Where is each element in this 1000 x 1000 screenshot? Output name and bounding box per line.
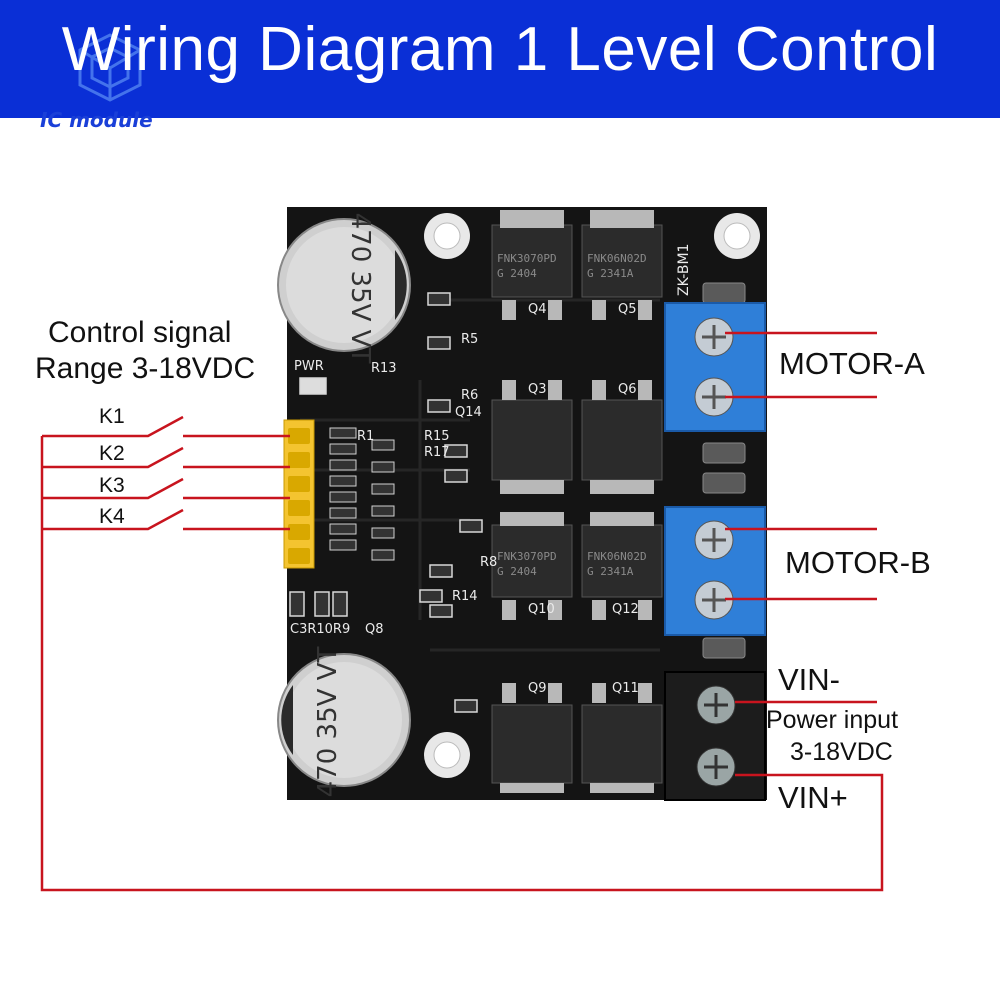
svg-text:R5: R5 (461, 332, 478, 347)
svg-text:Q14: Q14 (455, 405, 482, 420)
svg-text:G 2404: G 2404 (497, 565, 537, 578)
svg-text:Q12: Q12 (612, 602, 639, 617)
svg-text:Q5: Q5 (618, 302, 637, 317)
vin-minus-label: VIN- (778, 662, 840, 697)
svg-text:Q6: Q6 (618, 382, 637, 397)
pwr-label: PWR (294, 359, 324, 374)
logo-text: IC module (40, 108, 153, 132)
motor-a-label: MOTOR-A (779, 346, 925, 381)
svg-text:Q9: Q9 (528, 681, 547, 696)
svg-text:Q3: Q3 (528, 382, 547, 397)
control-range-label: Range 3-18VDC (35, 352, 256, 385)
motor-b-label: MOTOR-B (785, 545, 931, 580)
vin-plus-wire (40, 436, 884, 892)
svg-text:R8: R8 (480, 555, 497, 570)
terminal-power (664, 671, 766, 801)
mounting-holes (424, 213, 760, 778)
capacitor-top: 470 35V VT (277, 213, 411, 364)
terminal-motor-a (664, 302, 766, 432)
cap-top-text: 470 35V VT (345, 213, 375, 364)
header-banner (0, 0, 1000, 118)
mosfet-q10 (491, 524, 573, 598)
power-range-label: 3-18VDC (790, 738, 893, 766)
mosfet-q9 (491, 704, 573, 784)
mosfet-q11 (581, 704, 663, 784)
k3-switch-wire (42, 477, 290, 500)
svg-text:Q11: Q11 (612, 681, 639, 696)
svg-text:Q8: Q8 (365, 622, 384, 637)
ic-module-logo-icon (78, 33, 142, 102)
mosfet-q5-marking: FNK06N02D (587, 252, 647, 265)
svg-text:FNK3070PD: FNK3070PD (497, 550, 557, 563)
cap-bottom-text: 470 35V VT (313, 647, 343, 798)
switch-k1-label: K1 (99, 405, 125, 428)
svg-text:Q4: Q4 (528, 302, 547, 317)
k1-switch-wire (42, 415, 290, 438)
svg-text:R15: R15 (424, 429, 450, 444)
svg-text:R6: R6 (461, 388, 478, 403)
mosfet-q3 (491, 399, 573, 481)
switch-k3-label: K3 (99, 474, 125, 497)
terminal-motor-b (664, 506, 766, 636)
mosfet-q5 (581, 224, 663, 298)
wiring (40, 331, 884, 892)
svg-text:R17: R17 (424, 445, 450, 460)
svg-text:G 2341A: G 2341A (587, 565, 634, 578)
svg-text:G 2341A: G 2341A (587, 267, 634, 280)
pcb-board: 470 35V VT 470 35V VT (277, 207, 767, 801)
mosfet-q12 (581, 524, 663, 598)
page-title: Wiring Diagram 1 Level Control (61, 15, 939, 84)
mosfet-q6 (581, 399, 663, 481)
svg-text:G 2404: G 2404 (497, 267, 537, 280)
control-signal-label: Control signal (48, 316, 232, 349)
svg-text:Q10: Q10 (528, 602, 555, 617)
capacitor-bottom: 470 35V VT (277, 647, 411, 798)
mosfet-q4-marking: FNK3070PD (497, 252, 557, 265)
svg-text:R13: R13 (371, 361, 397, 376)
k2-switch-wire (42, 446, 290, 469)
svg-text:R14: R14 (452, 589, 478, 604)
control-header (283, 419, 315, 569)
switch-k4-label: K4 (99, 505, 125, 528)
k4-switch-wire (42, 508, 290, 531)
svg-text:R1: R1 (357, 429, 374, 444)
svg-text:FNK06N02D: FNK06N02D (587, 550, 647, 563)
board-model: ZK-BM1 (676, 244, 692, 296)
silk-c3r10r9: C3R10R9 (290, 622, 350, 637)
vin-plus-label: VIN+ (778, 780, 848, 815)
power-input-label: Power input (766, 706, 899, 734)
switch-k2-label: K2 (99, 442, 125, 465)
